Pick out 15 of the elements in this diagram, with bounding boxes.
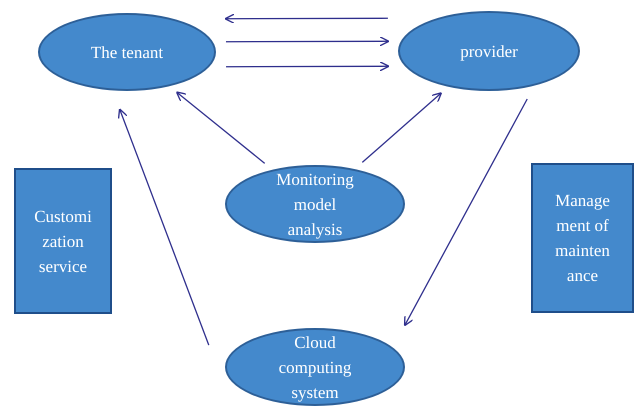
node-label: Monitoring model analysis (275, 168, 355, 241)
node-label: Manage ment of mainten ance (554, 190, 611, 287)
rect-node (14, 168, 112, 314)
node-label: Customi zation service (33, 206, 93, 278)
arrow (362, 92, 442, 163)
arrow (226, 61, 390, 72)
node-label: provider (459, 40, 519, 63)
arrow (404, 98, 528, 326)
node-label: Cloud computing system (278, 332, 352, 404)
rect-node (531, 163, 634, 313)
node-label: The tenant (90, 42, 164, 64)
arrow (226, 36, 390, 46)
arrow (118, 108, 210, 346)
arrow (176, 91, 266, 164)
arrow (224, 14, 388, 24)
